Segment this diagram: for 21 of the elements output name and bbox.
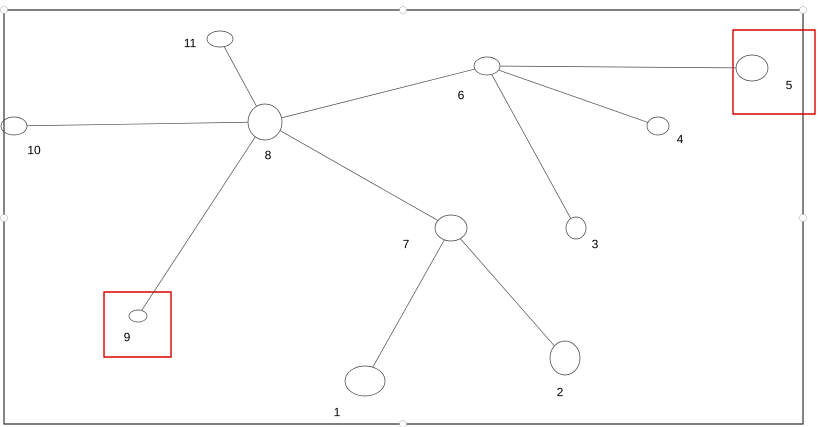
connector-line (500, 66, 736, 68)
node-number: 8 (265, 150, 271, 160)
node-number: 4 (676, 134, 683, 144)
node-number: 11 (184, 38, 196, 48)
node-number: 1 (334, 408, 340, 416)
connector-line (372, 240, 445, 368)
node-number: 7 (403, 240, 409, 248)
node-number: 9 (124, 332, 130, 342)
connector-line (280, 130, 438, 221)
node-number: 2 (557, 388, 563, 396)
connector-line (224, 46, 257, 106)
connector-line (27, 122, 248, 126)
connector-line (460, 238, 555, 346)
node-number: 10 (28, 146, 40, 154)
connector-line (491, 74, 572, 219)
node-number: 3 (592, 240, 598, 248)
connector-line (282, 68, 475, 118)
connector-line (141, 136, 256, 311)
connector-line (498, 70, 648, 123)
node-number: 6 (458, 90, 464, 100)
node-number: 5 (786, 80, 792, 90)
